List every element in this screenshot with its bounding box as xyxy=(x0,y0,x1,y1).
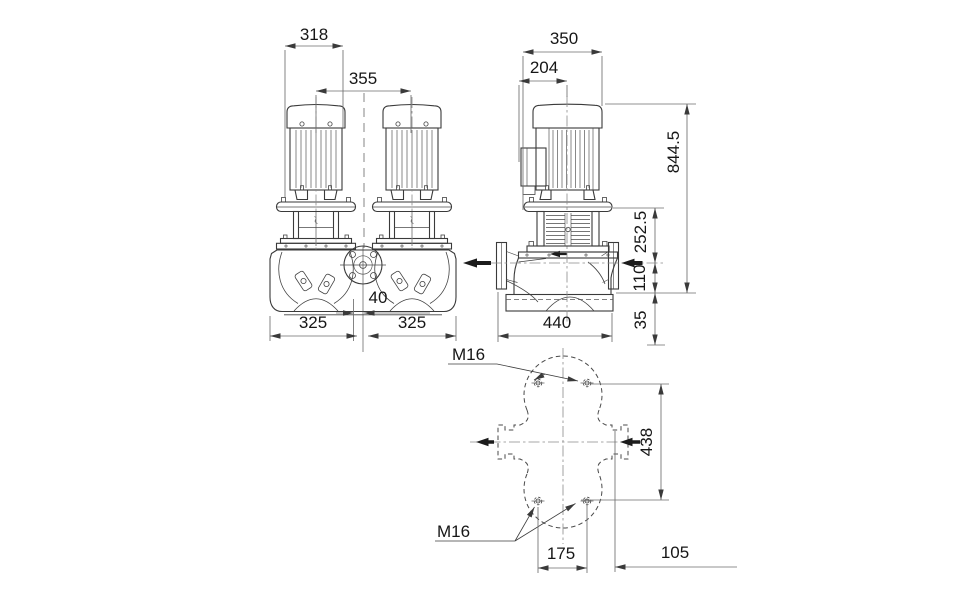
flow-direction-arrow-out xyxy=(463,258,491,268)
front-view: 318 355 40 325 325 xyxy=(269,25,457,352)
plan-left-port-outline xyxy=(497,409,529,475)
plan-flow-arrow-out xyxy=(476,437,494,447)
dim-motor-width: 318 xyxy=(300,25,328,44)
dim-port-center-height: 110 xyxy=(630,264,649,291)
volute-outline xyxy=(269,249,457,313)
internal-flow-arrow xyxy=(550,250,567,258)
dim-overall-height: 844.5 xyxy=(664,131,683,174)
dim-head-height: 252.5 xyxy=(631,211,650,254)
dim-right-half-width: 325 xyxy=(398,313,426,332)
terminal-box xyxy=(520,147,547,195)
plan-view: M16 M16 438 175 105 xyxy=(435,345,737,573)
side-view: 350 204 844.5 252.5 110 35 440 xyxy=(463,29,696,346)
dim-base-height: 35 xyxy=(631,311,650,330)
thread-label-top: M16 xyxy=(452,345,485,364)
dim-bolt-span: 438 xyxy=(637,428,656,456)
flow-direction-arrow-in xyxy=(621,258,643,268)
plan-right-port-outline xyxy=(597,409,629,475)
thread-label-bottom: M16 xyxy=(437,522,470,541)
dim-base-length: 440 xyxy=(543,313,571,332)
side-dimensions: 350 204 844.5 252.5 110 35 440 xyxy=(497,29,696,346)
dim-motor-pitch: 355 xyxy=(349,69,377,88)
coupling-guard xyxy=(536,210,600,247)
dim-depth: 350 xyxy=(550,29,578,48)
dim-terminal-box-offset: 204 xyxy=(530,58,558,77)
dim-side-clearance: 105 xyxy=(661,543,689,562)
dim-bolt-pitch: 175 xyxy=(547,544,575,563)
suction-flange xyxy=(495,241,519,290)
discharge-flange xyxy=(601,241,620,290)
center-flange xyxy=(340,245,386,352)
dim-left-half-width: 325 xyxy=(299,313,327,332)
volute-body xyxy=(513,257,619,295)
pump-base xyxy=(505,293,614,312)
dim-port-offset: 40 xyxy=(369,288,388,307)
front-dimensions: 318 355 40 325 325 xyxy=(269,25,457,341)
plan-flow-arrow-in xyxy=(620,437,640,447)
plan-dimensions: 438 175 105 xyxy=(537,383,737,573)
motor-side xyxy=(520,103,613,213)
